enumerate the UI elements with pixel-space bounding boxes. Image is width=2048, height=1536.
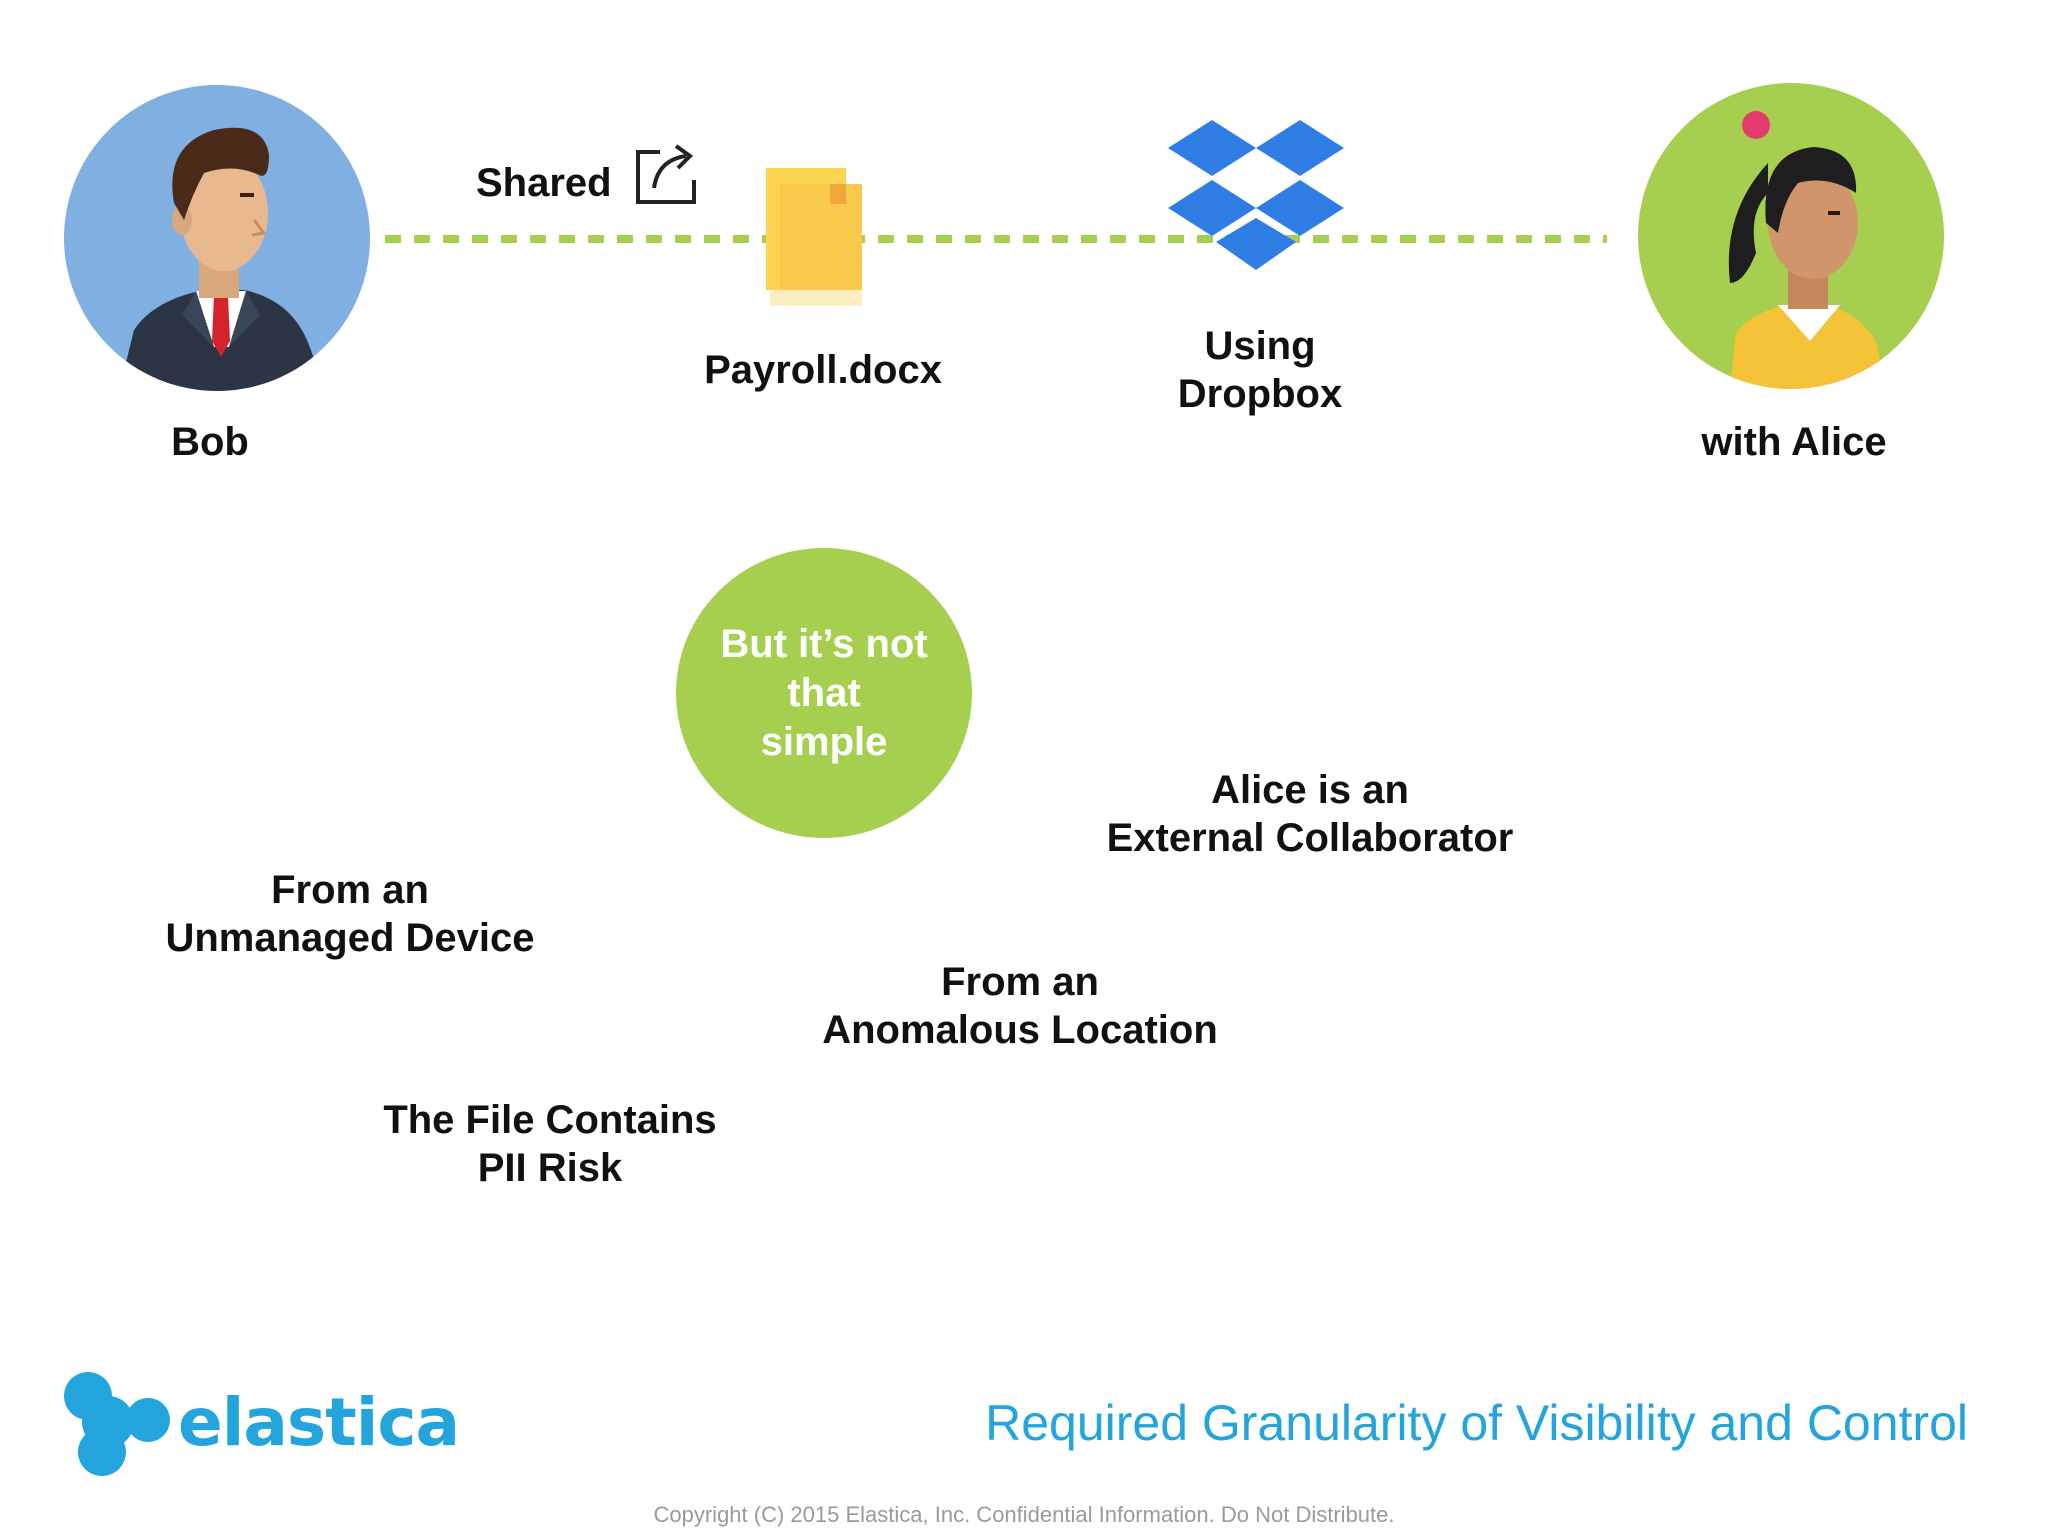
- bubble-line-3: simple: [760, 719, 888, 764]
- bubble-line-1: But it’s not: [720, 621, 928, 666]
- service-line-1: Using: [1204, 324, 1316, 368]
- dropbox-icon: [1168, 120, 1344, 270]
- shared-label: Shared: [476, 161, 612, 205]
- slide-title: Required Granularity of Visibility and C…: [985, 1395, 1968, 1451]
- factor-device-line-1: From an: [271, 868, 429, 912]
- service-line-2: Dropbox: [1177, 372, 1343, 416]
- center-message-bubble: But it’s not that simple: [676, 548, 972, 838]
- bob-label: Bob: [171, 420, 249, 464]
- service-label: Using Dropbox: [1160, 322, 1360, 418]
- factor-collaborator-line-2: External Collaborator: [1106, 816, 1514, 860]
- factor-device-line-2: Unmanaged Device: [165, 916, 535, 960]
- factor-pii-line-2: PII Risk: [477, 1146, 623, 1190]
- file-name-label: Payroll.docx: [704, 348, 942, 392]
- elastica-logo-text: elastica: [178, 1384, 460, 1461]
- factor-pii-risk: The File Contains PII Risk: [370, 1096, 730, 1192]
- document-icon: [766, 168, 862, 306]
- factor-collaborator-line-1: Alice is an: [1211, 768, 1409, 812]
- factor-location-line-1: From an: [941, 960, 1099, 1004]
- alice-avatar: [1638, 83, 1944, 389]
- elastica-logo-mark: [64, 1372, 170, 1476]
- factor-pii-line-1: The File Contains: [383, 1098, 717, 1142]
- factor-anomalous-location: From an Anomalous Location: [810, 958, 1230, 1054]
- factor-unmanaged-device: From an Unmanaged Device: [150, 866, 550, 962]
- share-connector-line: [385, 235, 1607, 243]
- bubble-line-2: that: [787, 670, 861, 715]
- factor-location-line-2: Anomalous Location: [822, 1008, 1218, 1052]
- bob-avatar: [64, 85, 370, 391]
- factor-external-collaborator: Alice is an External Collaborator: [1090, 766, 1530, 862]
- alice-label: with Alice: [1701, 420, 1887, 464]
- share-icon: [636, 144, 696, 204]
- copyright-notice: Copyright (C) 2015 Elastica, Inc. Confid…: [653, 1502, 1395, 1527]
